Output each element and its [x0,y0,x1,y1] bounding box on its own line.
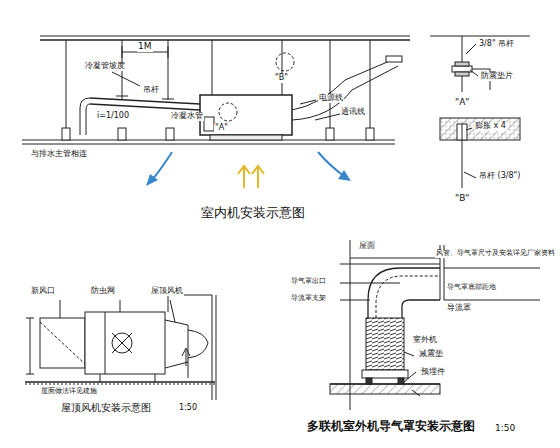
pipe-label: 冷凝水管 [170,112,204,121]
note-label: 与排水主管相连 [30,150,88,159]
note-label: 导气罩底部距地 [446,284,497,292]
detail-callout: "A" [214,124,229,133]
figure-title: 屋顶风机安装示意图 [60,402,152,413]
part-label: 预埋件 [420,368,446,377]
note-label: 风管、导气罩尺寸及安装详见厂家资料 [435,250,556,258]
detail-callout: "A" [454,98,470,108]
part-label: 减震垫 [418,350,444,359]
pipe-label: 冷凝管坡度 [84,62,126,71]
figure-title: 室内机安装示意图 [200,206,306,220]
part-label: 导气罩出口 [290,278,327,286]
cable-label: 通讯线 [340,108,366,117]
scale-label: 1:50 [494,424,516,434]
dimension-text: 1M [137,42,153,52]
rod-label: 3/8" 吊杆 [478,40,515,49]
rod-label: 吊杆 (3/8") [478,172,521,181]
part-label: 新风口 [30,287,56,296]
detail-callout: "B" [274,74,289,83]
part-label: 导流罩 [446,304,472,313]
pad-label: 防震垫片 [480,72,514,81]
slope-label: i=1/100 [96,112,130,121]
cable-label: 电源线 [318,94,344,103]
note-label: 屋面做法详见建施 [40,388,98,396]
figure-title: 多联机室外机导气罩安装示意图 [306,420,476,433]
anchor-label: 膨胀 x 4 [474,122,507,131]
part-label: 导流罩支架 [290,295,327,303]
detail-callout: "B" [454,194,470,204]
rod-label: 吊杆 [142,86,160,95]
part-label: 室外机 [412,336,438,345]
part-label: 防虫网 [90,287,116,296]
part-label: 屋面 [358,242,376,251]
scale-label: 1:50 [178,404,198,413]
part-label: 屋顶风机 [150,287,184,296]
